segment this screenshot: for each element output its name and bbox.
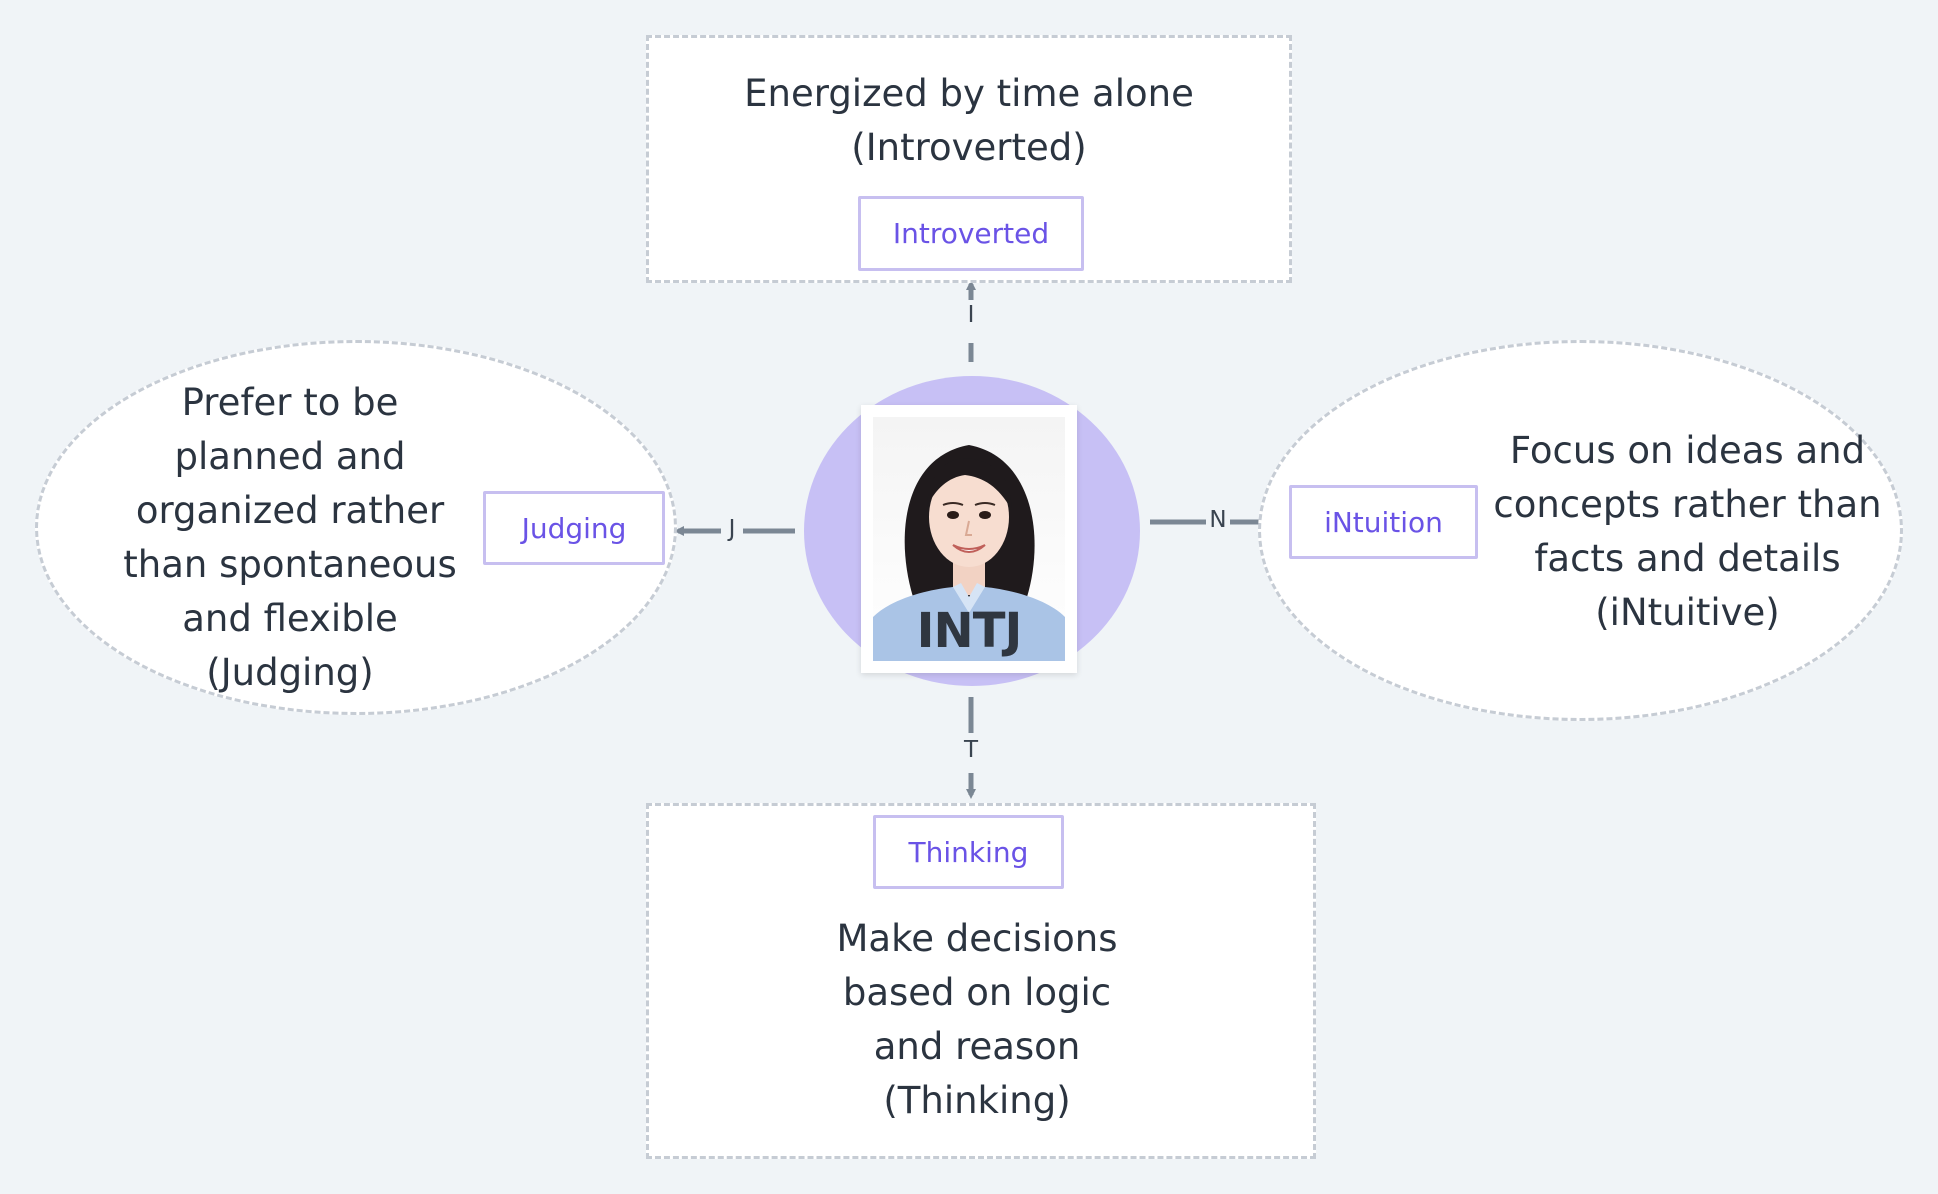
tag-introverted[interactable]: Introverted: [858, 196, 1084, 271]
connector-label-right: N: [1209, 507, 1227, 533]
top-description: Energized by time alone (Introverted): [744, 72, 1194, 169]
left-description: Prefer to be planned and organized rathe…: [123, 381, 457, 694]
portrait-photo-icon: [873, 417, 1065, 661]
tag-intuition[interactable]: iNtuition: [1289, 485, 1478, 559]
connector-label-left: J: [728, 516, 736, 542]
bottom-description: Make decisions based on logic and reason…: [836, 917, 1118, 1122]
right-description: Focus on ideas and concepts rather than …: [1493, 429, 1882, 634]
tag-thinking[interactable]: Thinking: [873, 815, 1064, 889]
photo-card: INTJ: [861, 405, 1077, 673]
connector-label-bottom: T: [963, 737, 979, 763]
personality-type: INTJ: [916, 603, 1023, 659]
tag-judging[interactable]: Judging: [483, 491, 665, 565]
connector-label-top: I: [967, 302, 975, 328]
